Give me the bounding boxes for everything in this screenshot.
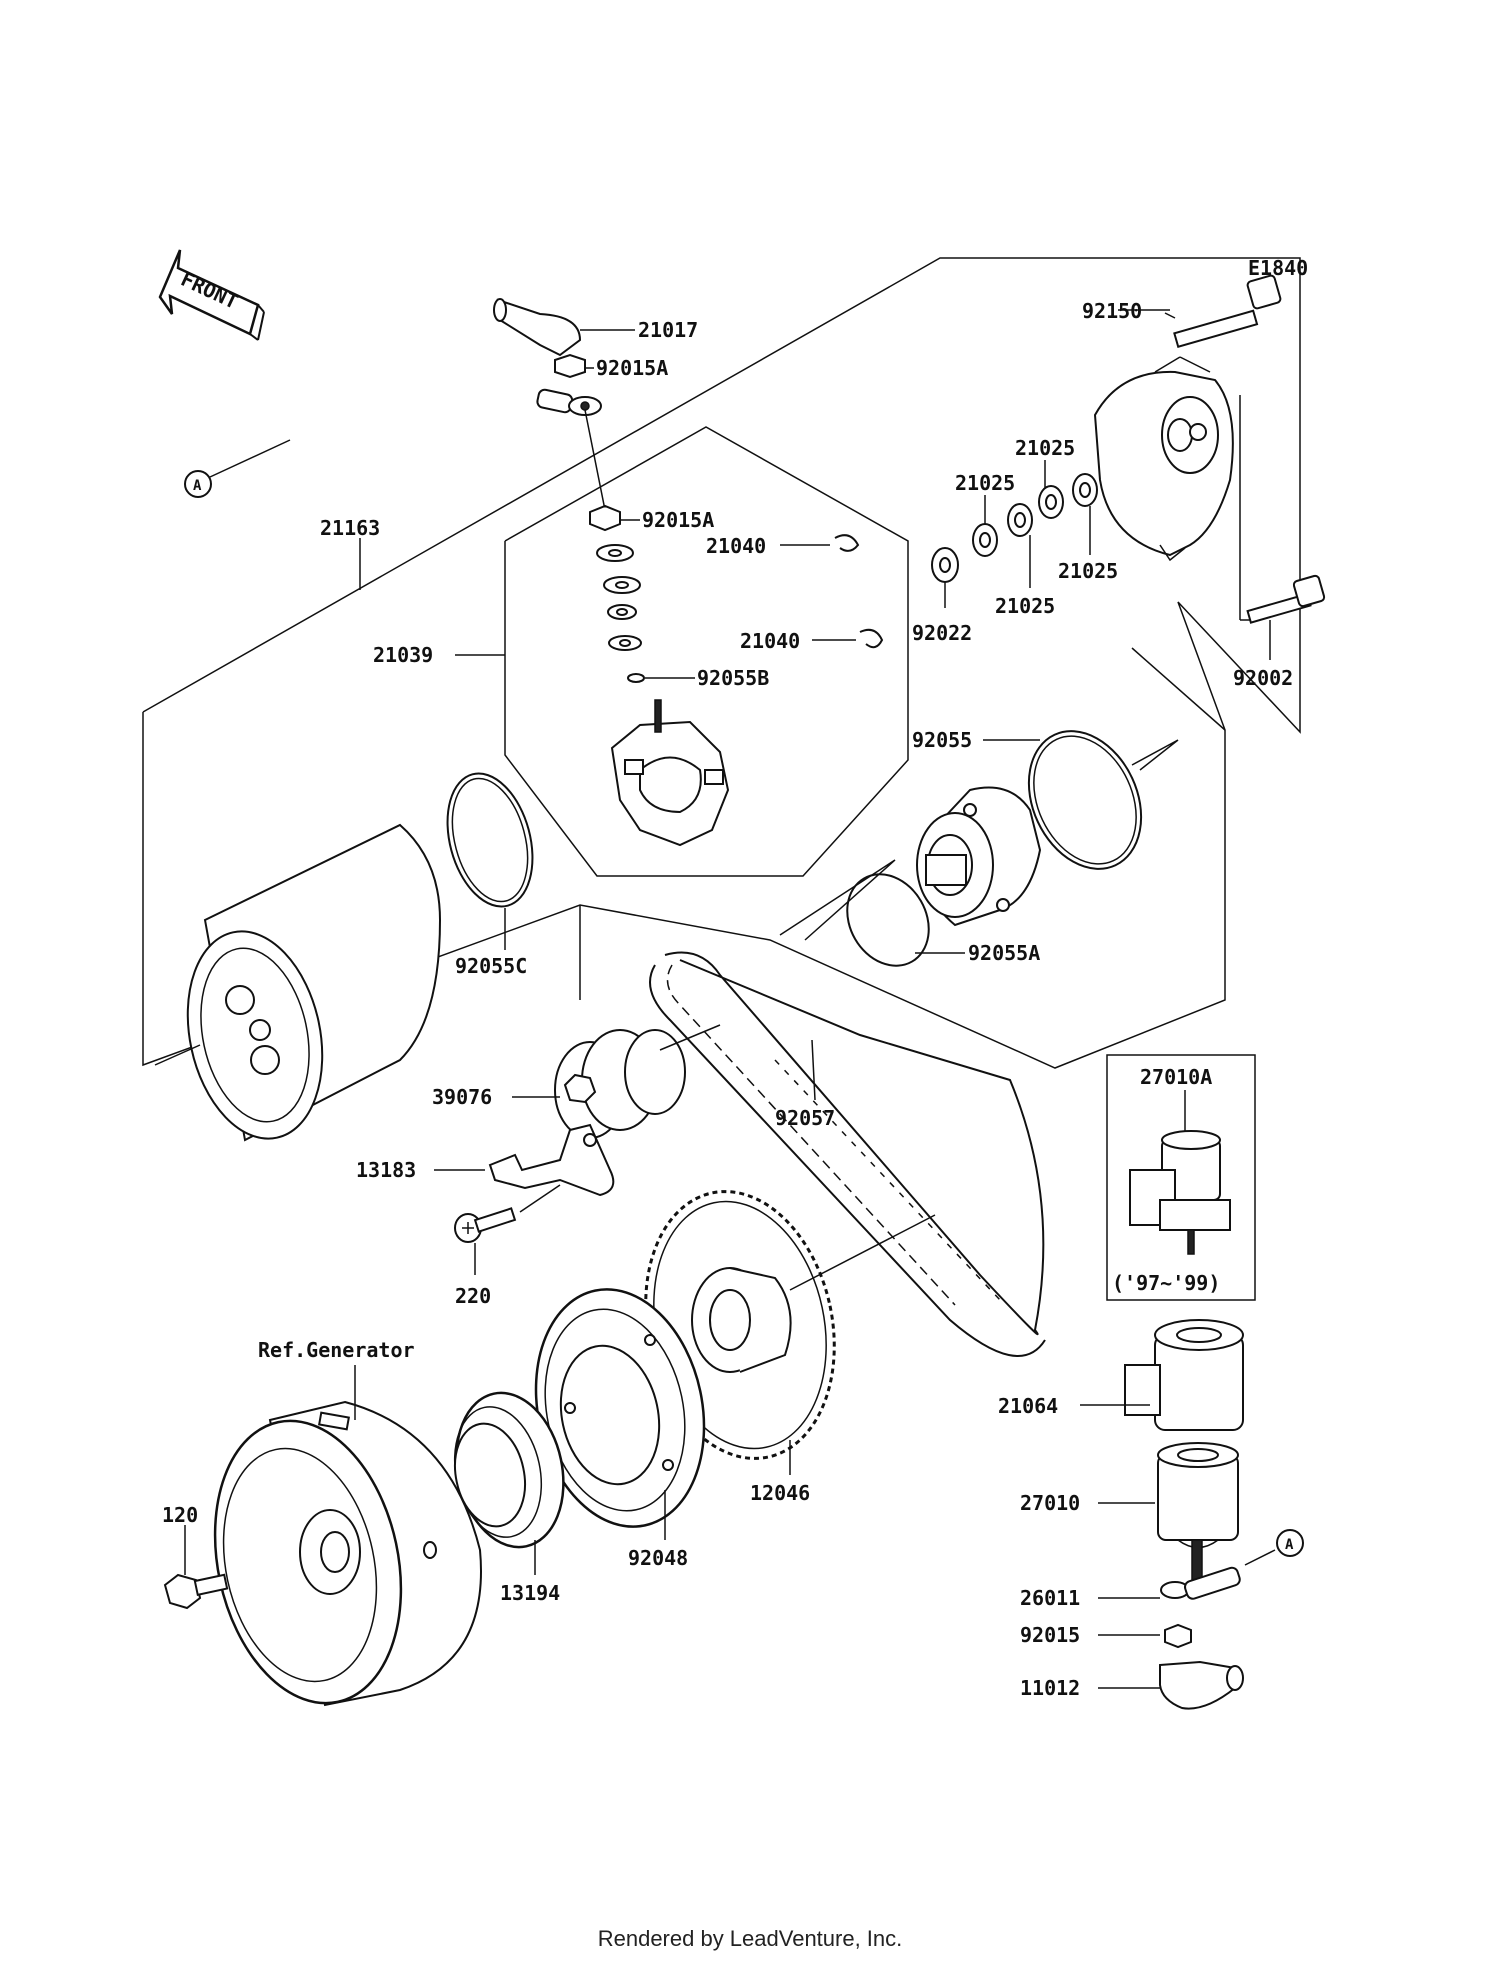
part-label-12046: 12046 bbox=[750, 1481, 810, 1505]
clip-21040-b bbox=[812, 628, 884, 649]
nut-92015A-top bbox=[554, 353, 594, 379]
bracket-13183 bbox=[434, 1123, 615, 1197]
o-ring-92055A bbox=[846, 873, 930, 967]
leader bbox=[584, 409, 606, 511]
battery-cable bbox=[209, 365, 602, 478]
leader bbox=[779, 859, 896, 941]
screw-220 bbox=[454, 1184, 561, 1275]
ref-generator-label: Ref.Generator bbox=[258, 1338, 415, 1362]
bolt-92150 bbox=[1164, 274, 1282, 349]
part-label-92055A: 92055A bbox=[968, 941, 1040, 965]
diagram-code: E1840 bbox=[1248, 256, 1308, 280]
svg-text:A: A bbox=[1285, 1537, 1294, 1553]
part-label-11012: 11012 bbox=[1020, 1676, 1080, 1700]
drive-chain bbox=[649, 951, 1046, 1357]
clip-21040-a bbox=[780, 534, 860, 552]
cover-21064 bbox=[1080, 1319, 1244, 1431]
part-label-13183: 13183 bbox=[356, 1158, 416, 1182]
part-label-92002: 92002 bbox=[1233, 666, 1293, 690]
relay-27010A bbox=[1129, 1130, 1231, 1255]
part-label-21017: 21017 bbox=[638, 318, 698, 342]
front-bracket bbox=[916, 786, 1042, 927]
part-label-21025-d: 21025 bbox=[995, 594, 1055, 618]
bolt-92002 bbox=[1246, 574, 1326, 660]
bolt-120 bbox=[163, 1525, 229, 1610]
part-label-27010A: 27010A bbox=[1140, 1065, 1212, 1089]
part-label-13194: 13194 bbox=[500, 1581, 560, 1605]
part-label-92150: 92150 bbox=[1082, 299, 1142, 323]
part-label-92015: 92015 bbox=[1020, 1623, 1080, 1647]
connector-ref-a-bottom: A bbox=[1276, 1529, 1304, 1557]
part-label-39076: 39076 bbox=[432, 1085, 492, 1109]
part-label-92055: 92055 bbox=[912, 728, 972, 752]
part-label-21064: 21064 bbox=[998, 1394, 1058, 1418]
o-ring-inner bbox=[451, 777, 529, 903]
part-label-27010: 27010 bbox=[1020, 1491, 1080, 1515]
part-label-21040-a: 21040 bbox=[706, 534, 766, 558]
part-label-92055B: 92055B bbox=[697, 666, 769, 690]
leader bbox=[1131, 739, 1179, 771]
nut-92015A-mid bbox=[589, 504, 640, 532]
part-label-21040-b: 21040 bbox=[740, 629, 800, 653]
part-label-92015A-mid: 92015A bbox=[642, 508, 714, 532]
washer-21025-group bbox=[931, 460, 1098, 608]
svg-text:A: A bbox=[193, 478, 202, 494]
part-label-92022: 92022 bbox=[912, 621, 972, 645]
part-label-120: 120 bbox=[162, 1503, 198, 1527]
one-way-clutch-13194 bbox=[453, 1391, 565, 1575]
nut-92015 bbox=[1098, 1623, 1192, 1649]
part-label-92048: 92048 bbox=[628, 1546, 688, 1570]
part-label-26011: 26011 bbox=[1020, 1586, 1080, 1610]
gear-plate-92048 bbox=[534, 1288, 706, 1540]
part-label-92057: 92057 bbox=[775, 1106, 835, 1130]
brush-plate bbox=[610, 699, 730, 847]
part-label-21025-a: 21025 bbox=[1015, 436, 1075, 460]
footer-credit: Rendered by LeadVenture, Inc. bbox=[597, 1926, 903, 1951]
year-note: ('97~'99) bbox=[1112, 1271, 1220, 1295]
relay-box-27010A bbox=[1106, 1054, 1256, 1301]
generator-rotor bbox=[213, 1365, 482, 1707]
relay-27010 bbox=[1098, 1442, 1239, 1581]
o-ring-inner bbox=[1033, 735, 1137, 865]
outline-seg bbox=[1131, 647, 1226, 731]
part-label-21025-c: 21025 bbox=[1058, 559, 1118, 583]
end-cover bbox=[1093, 356, 1250, 621]
part-label-21025-b: 21025 bbox=[955, 471, 1015, 495]
assembly-21163-outline bbox=[142, 257, 1301, 1069]
connector-26011 bbox=[1098, 1549, 1276, 1600]
o-ring-92055 bbox=[1027, 730, 1143, 870]
terminal-boot bbox=[493, 298, 635, 357]
part-label-92015A-top: 92015A bbox=[596, 356, 668, 380]
assembly-21039-outline bbox=[504, 426, 909, 877]
starter-motor-yoke bbox=[154, 823, 442, 1142]
o-ring-92055C bbox=[446, 772, 534, 908]
part-label-220: 220 bbox=[455, 1284, 491, 1308]
washer-stack bbox=[596, 544, 695, 683]
part-label-92055C: 92055C bbox=[455, 954, 527, 978]
connector-ref-a-top: A bbox=[184, 470, 212, 498]
front-arrow-icon: FRONT bbox=[158, 249, 265, 341]
cap-11012 bbox=[1098, 1660, 1244, 1710]
part-label-21039: 21039 bbox=[373, 643, 433, 667]
starter-clutch bbox=[512, 1024, 721, 1139]
part-label-21163: 21163 bbox=[320, 516, 380, 540]
